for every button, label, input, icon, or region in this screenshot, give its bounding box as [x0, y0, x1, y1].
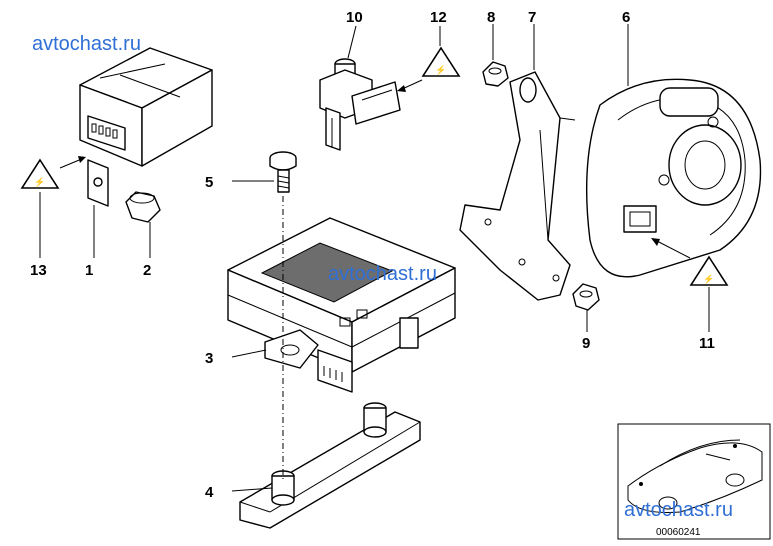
callout-5: 5 — [205, 174, 213, 191]
callout-1: 1 — [85, 262, 93, 279]
callout-leaders — [39, 24, 710, 492]
svg-text:⚡: ⚡ — [34, 176, 45, 188]
arrow-icon — [651, 238, 691, 259]
callout-11: 11 — [699, 335, 715, 352]
callout-10: 10 — [346, 9, 363, 26]
callout-8: 8 — [487, 9, 495, 26]
callout-4: 4 — [205, 484, 214, 501]
watermark-text: avtochast.ru — [328, 263, 437, 285]
callout-6: 6 — [622, 9, 630, 26]
module-part-3 — [227, 217, 456, 393]
svg-text:⚡: ⚡ — [703, 273, 714, 285]
arrow-icon — [397, 79, 423, 92]
switch-part-10 — [319, 58, 401, 151]
callout-13: 13 — [30, 262, 47, 279]
svg-text:⚡: ⚡ — [435, 64, 446, 76]
control-unit-part-1 — [79, 47, 213, 207]
watermark-text: avtochast.ru — [624, 499, 733, 521]
callout-3: 3 — [205, 350, 213, 367]
arrow-icon — [59, 156, 86, 169]
connector-pins — [323, 366, 343, 382]
nut-part-9 — [572, 283, 600, 311]
screw-part-5 — [269, 151, 297, 193]
diagram-code: 00060241 — [656, 527, 701, 538]
callout-12: 12 — [430, 9, 447, 26]
warning-triangle-icon: ⚡ — [689, 255, 729, 286]
bracket-part-7 — [459, 71, 576, 301]
warning-triangle-icon: ⚡ — [20, 158, 60, 189]
connector-pins — [91, 123, 118, 139]
vehicle-location-inset — [617, 423, 771, 540]
callout-7: 7 — [528, 9, 536, 26]
nut-part-2 — [125, 191, 161, 223]
warning-triangle-icon: ⚡ — [421, 46, 461, 77]
callout-9: 9 — [582, 335, 590, 352]
bracket-part-4 — [239, 402, 421, 529]
callout-2: 2 — [143, 262, 151, 279]
nut-part-8 — [482, 61, 509, 87]
horn-part-6 — [585, 78, 762, 278]
watermark-text: avtochast.ru — [32, 33, 141, 55]
